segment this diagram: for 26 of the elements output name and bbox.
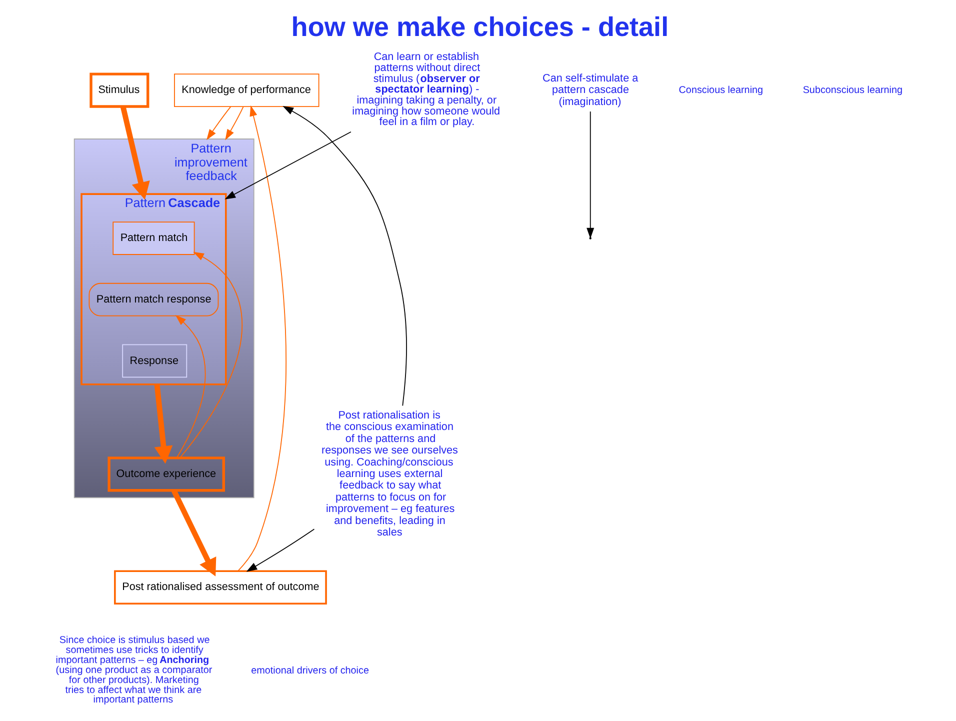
arrow <box>170 489 216 576</box>
label: Since choice is stimulus based we sometimes use tricks to identify important patterns – eg Anchoring (using one product as a comparator for other products). Marketing tries to affect what we think are important patterns <box>55 635 212 706</box>
arrow <box>174 314 206 458</box>
arrow <box>246 528 314 572</box>
arrow <box>224 131 351 200</box>
arrow <box>154 384 172 464</box>
node-box: Pattern match <box>112 222 194 255</box>
node-box: Outcome experience <box>107 456 224 492</box>
arrow <box>236 105 286 572</box>
arrow <box>282 106 406 406</box>
arrow <box>206 106 231 140</box>
diagram-title: how we make choices - detail <box>290 12 668 42</box>
node-text: Can self-stimulate a pattern cascade (imagination) <box>542 72 638 108</box>
node-box: Response <box>122 344 187 378</box>
node-box: Stimulus <box>89 72 149 108</box>
arrow <box>179 252 242 458</box>
node-text: Post rationalisation is the conscious examination of the patterns and responses we see ourselves using. Coaching/conscious learning uses external feedback to say what patterns to focus on for improvement – eg features and benefits, leading in sales <box>321 409 458 539</box>
node-box: Knowledge of performance <box>174 74 319 107</box>
label: Subconscious learning <box>802 84 902 96</box>
label: emotional drivers of choice <box>250 665 368 676</box>
node-box: Pattern match response <box>88 282 218 316</box>
node-box: Post rationalised assessment of outcome <box>114 570 326 605</box>
arrow <box>120 106 150 200</box>
label: Conscious learning <box>678 84 763 96</box>
node-text: Can learn or establish patterns without direct stimulus (observer or spectator learning) - imagining taking a penalty, or imagining how someone would feel in a film or play. <box>352 51 500 128</box>
arrow <box>224 106 244 140</box>
